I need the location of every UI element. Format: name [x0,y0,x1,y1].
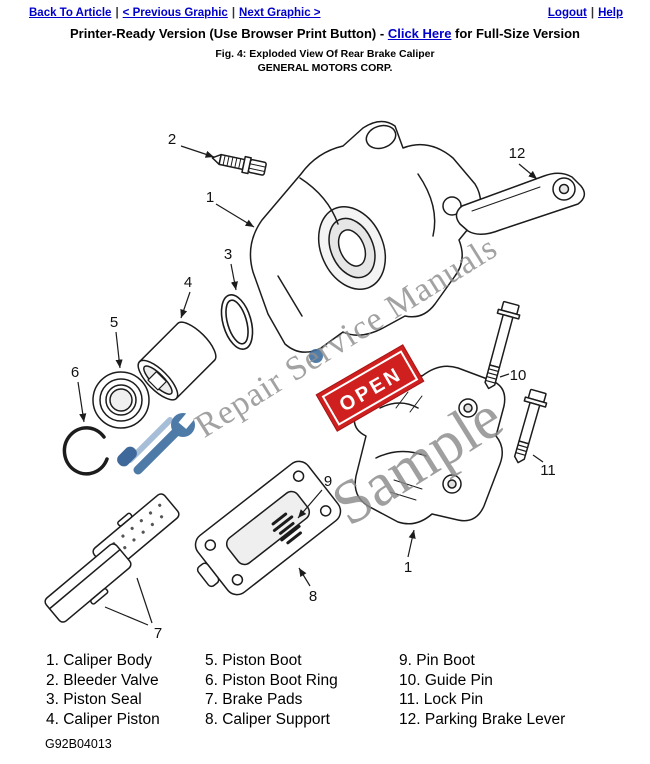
company-name: GENERAL MOTORS CORP. [257,62,393,74]
callout-brake-pads: 7 [154,625,162,642]
legend-item-7: 7. Brake Pads [205,691,303,708]
callout-pin-boot: 9 [324,473,332,490]
legend-item-3: 3. Piston Seal [46,691,142,708]
callout-numbers: 2 1 12 3 4 5 6 9 8 1 7 10 11 [71,131,556,642]
back-to-article-link[interactable]: Back To Article [29,7,112,19]
brake-pads-part [44,493,180,623]
nav-separator: | [231,7,236,19]
nav-separator: | [115,7,119,19]
click-here-link[interactable]: Click Here [387,26,452,41]
legend-column-3: 9. Pin Boot 10. Guide Pin 11. Lock Pin 1… [399,651,565,729]
legend-item-1: 1. Caliper Body [46,652,152,669]
callout-piston-seal: 3 [224,246,232,263]
legend-column-1: 1. Caliper Body 2. Bleeder Valve 3. Pist… [46,651,160,729]
callout-caliper-body: 1 [206,189,214,206]
nav-separator: | [590,7,595,19]
logo-dot-icon [309,349,323,363]
legend-item-2: 2. Bleeder Valve [46,671,159,689]
caliper-body-part [249,120,482,353]
legend-item-11: 11. Lock Pin [399,691,484,708]
callout-bleeder-valve: 2 [168,131,176,148]
legend-column-2: 5. Piston Boot 6. Piston Boot Ring 7. Br… [205,651,338,729]
piston-boot-ring-part [62,426,109,476]
figure-caption: Fig. 4: Exploded View Of Rear Brake Cali… [215,48,435,60]
legend-item-8: 8. Caliper Support [205,710,330,728]
piston-seal-part [220,294,254,350]
printer-ready-line: Printer-Ready Version (Use Browser Print… [0,26,650,41]
legend-item-6: 6. Piston Boot Ring [205,671,338,689]
fullsize-text: for Full-Size Version [451,26,580,41]
callout-piston-boot-ring: 6 [71,364,79,381]
legend-item-5: 5. Piston Boot [205,652,302,669]
exploded-diagram: 2 1 12 3 4 5 6 9 8 1 7 10 11 Repair Serv… [0,78,650,644]
callout-leader-lines [77,145,544,626]
callout-caliper-body-assembled: 1 [404,559,412,576]
bleeder-valve-part [211,153,267,176]
previous-graphic-link[interactable]: < Previous Graphic [122,7,228,19]
top-navigation: Back To Article|< Previous Graphic|Next … [29,7,623,19]
nav-right: Logout|Help [548,7,623,19]
piston-boot-part [92,371,150,429]
callout-guide-pin: 10 [510,367,527,384]
logout-link[interactable]: Logout [547,7,587,19]
legend-item-9: 9. Pin Boot [399,652,475,669]
callout-parking-brake-lever: 12 [509,145,526,162]
parts-legend: 1. Caliper Body 2. Bleeder Valve 3. Pist… [0,651,650,731]
help-link[interactable]: Help [598,7,623,19]
next-graphic-link[interactable]: Next Graphic > [239,7,321,19]
callout-caliper-piston: 4 [184,274,192,291]
printer-ready-text: Printer-Ready Version (Use Browser Print… [69,26,388,41]
caliper-support-part [194,460,342,596]
exploded-view-drawing: 2 1 12 3 4 5 6 9 8 1 7 10 11 Repair Serv… [44,120,586,642]
drawing-code: G92B04013 [45,737,112,751]
callout-piston-boot: 5 [110,314,118,331]
legend-item-10: 10. Guide Pin [399,671,493,689]
caliper-assembly-part [353,365,506,525]
legend-item-12: 12. Parking Brake Lever [399,710,566,728]
callout-caliper-support: 8 [309,588,317,605]
lock-pin-part [513,388,548,464]
tools-watermark-icon [117,406,200,475]
parking-brake-lever-part [455,172,586,235]
callout-lock-pin: 11 [540,462,556,479]
caliper-piston-part [137,321,217,401]
nav-left: Back To Article|< Previous Graphic|Next … [29,7,321,19]
pin-boot-part [271,512,302,545]
guide-pin-part [484,300,521,390]
legend-item-4: 4. Caliper Piston [46,710,160,728]
